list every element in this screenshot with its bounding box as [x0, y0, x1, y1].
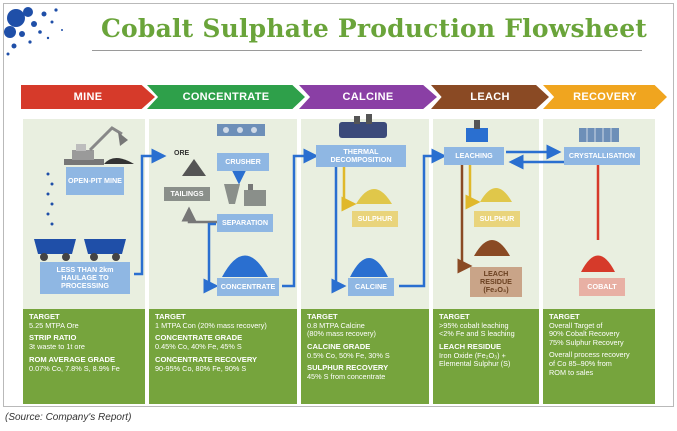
box-crystallisation: CRYSTALLISATION — [564, 147, 640, 165]
sulphur-pile-2-icon — [480, 188, 512, 202]
box-crusher: CRUSHER — [217, 153, 269, 171]
stage-label-mine: MINE — [73, 91, 103, 103]
flowsheet-frame: Cobalt Sulphate Production Flowsheet MIN… — [3, 3, 674, 407]
crystalliser-icon — [579, 128, 619, 142]
stage-header-calcine: CALCINE — [299, 85, 437, 109]
label-ore: ORE — [174, 150, 190, 157]
leach-tank-icon — [466, 120, 488, 142]
concentrate-pile-icon — [222, 255, 268, 277]
panel-recovery: TARGET Overall Target of 90% Cobalt Reco… — [543, 309, 655, 404]
sulphur-pile-icon — [356, 189, 392, 204]
panel-calcine: TARGET 0.8 MTPA Calcine (80% mass recove… — [301, 309, 429, 404]
source-caption: (Source: Company's Report) — [5, 412, 132, 423]
box-open-pit-mine: OPEN-PIT MINE — [66, 167, 124, 195]
box-thermal-decomposition: THERMAL DECOMPOSITION — [316, 145, 406, 167]
box-tailings: TAILINGS — [164, 187, 210, 201]
box-concentrate: CONCENTRATE — [217, 278, 279, 296]
stage-header-leach: LEACH — [431, 85, 549, 109]
title-divider — [92, 50, 642, 51]
stage-label-recovery: RECOVERY — [573, 91, 637, 103]
box-sulphur-leach: SULPHUR — [474, 211, 520, 227]
panel-mine: TARGET 5.25 MTPA Ore STRIP RATIO 3t wast… — [23, 309, 145, 404]
crusher-icon — [217, 124, 265, 136]
stage-header-mine: MINE — [21, 85, 155, 109]
haul-truck-icon — [34, 239, 126, 261]
stage-header-concentrate: CONCENTRATE — [147, 85, 305, 109]
cobalt-pile-icon — [581, 255, 615, 272]
kiln-icon — [339, 114, 387, 138]
box-separation: SEPARATION — [217, 214, 273, 232]
calcine-pile-icon — [350, 258, 388, 277]
stage-label-leach: LEACH — [470, 91, 510, 103]
ore-dots-icon — [46, 172, 54, 226]
box-cobalt: COBALT — [579, 278, 625, 296]
residue-pile-icon — [474, 240, 510, 256]
stage-label-calcine: CALCINE — [342, 91, 394, 103]
separation-icon — [224, 184, 266, 206]
box-sulphur-calcine: SULPHUR — [352, 211, 398, 227]
panel-leach: TARGET >95% cobalt leaching <2% Fe and S… — [433, 309, 539, 404]
stage-header-recovery: RECOVERY — [543, 85, 667, 109]
flow-diagram — [34, 114, 619, 294]
panel-concentrate: TARGET 1 MTPA Con (20% mass recovery) CO… — [149, 309, 297, 404]
box-haulage: LESS THAN 2km HAULAGE TO PROCESSING — [40, 262, 130, 294]
box-calcine: CALCINE — [348, 278, 394, 296]
box-leach-residue: LEACH RESIDUE (Fe₂O₃) — [470, 267, 522, 297]
stage-label-concentrate: CONCENTRATE — [182, 91, 270, 103]
page-title: Cobalt Sulphate Production Flowsheet — [100, 14, 648, 43]
blue-splash-decoration — [4, 7, 63, 56]
excavator-icon — [64, 126, 134, 165]
box-leaching: LEACHING — [444, 147, 504, 165]
